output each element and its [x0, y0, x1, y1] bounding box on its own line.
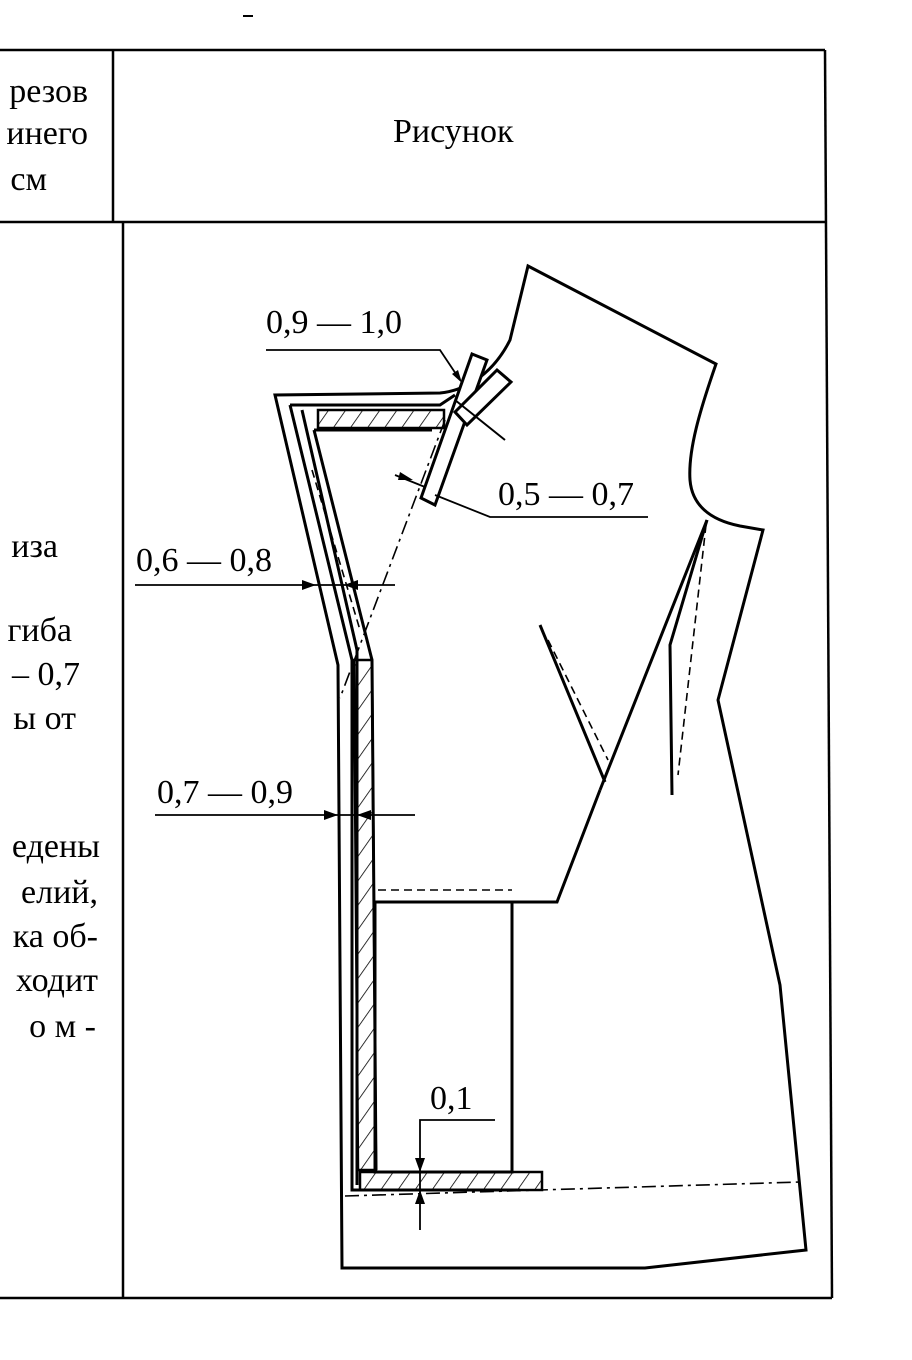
table-right-border — [823, 49, 834, 1299]
leader-collar-seam — [266, 349, 461, 381]
dashed-lapel-line — [311, 469, 361, 631]
header-left-line-3: см — [10, 161, 47, 198]
body-fragment: гиба — [7, 612, 72, 649]
front-panel-lower — [375, 789, 602, 904]
front-panel-side — [598, 519, 709, 791]
header-title: Рисунок — [393, 113, 514, 150]
header-left-line-1: резов — [9, 73, 88, 110]
dashed-pocket-line — [547, 639, 609, 761]
neck-facing-band — [316, 408, 446, 430]
facing-outer-line — [288, 404, 520, 1192]
hem-facing-band — [358, 1170, 544, 1192]
arrowhead — [302, 580, 316, 590]
body-fragment: ка об- — [12, 918, 98, 955]
lapel-facing-top — [290, 393, 456, 407]
leader-collar-edge — [434, 494, 648, 518]
front-facing-band — [352, 658, 378, 1172]
arrowhead — [415, 1190, 425, 1204]
side-dart — [668, 519, 709, 796]
body-fragment: ходит — [15, 962, 98, 999]
dim-front-edge: 0,7 — 0,9 — [157, 774, 293, 811]
dashdot-roll-line — [339, 419, 446, 699]
dashed-dart-line — [677, 524, 707, 776]
lower-rectangle — [373, 902, 514, 1174]
dim-hem: 0,1 — [430, 1080, 473, 1117]
collar-stand-piece — [419, 352, 489, 508]
body-fragment: елий, — [21, 874, 98, 911]
arrowhead — [398, 472, 413, 480]
dim-lapel-edge: 0,6 — 0,8 — [136, 542, 272, 579]
arrowhead — [452, 370, 462, 383]
arrowhead — [344, 580, 358, 590]
dim-collar-edge: 0,5 — 0,7 — [498, 476, 634, 513]
pocket-welt — [538, 624, 607, 783]
arrowhead — [357, 810, 371, 820]
body-fragment: едены — [11, 828, 100, 865]
arrowhead — [324, 810, 338, 820]
body-fragment: – 0,7 — [12, 656, 80, 693]
body-fragment: ы от — [13, 700, 76, 737]
body-fragment: о м - — [29, 1008, 96, 1045]
header-left-line-2: инего — [6, 115, 88, 152]
collar-detail-line — [454, 399, 506, 441]
body-fragment: иза — [11, 528, 58, 565]
arrowhead — [415, 1158, 425, 1172]
dim-collar-seam: 0,9 — 1,0 — [266, 304, 402, 341]
